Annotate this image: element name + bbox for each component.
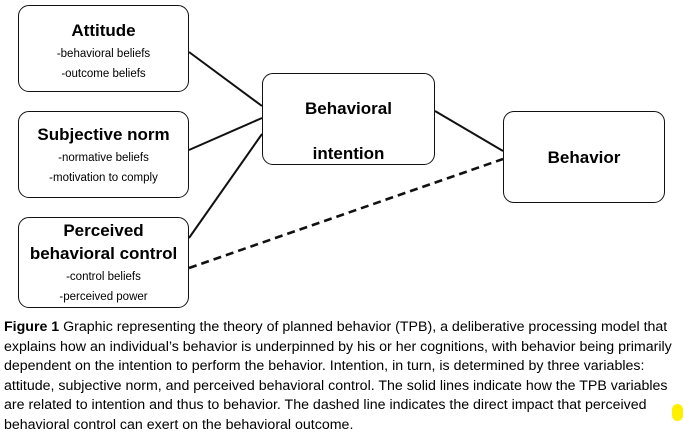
subjective-norm-item: -normative beliefs xyxy=(58,152,149,164)
perceived-control-item: -perceived power xyxy=(59,291,148,303)
subjective-norm-box: Subjective norm -normative beliefs -moti… xyxy=(18,111,189,198)
attitude-title: Attitude xyxy=(71,21,136,40)
perceived-control-to-intention-line xyxy=(188,133,263,239)
subjective-norm-title: Subjective norm xyxy=(37,125,170,144)
perceived-behavioral-control-box: Perceived behavioral control -control be… xyxy=(18,217,189,308)
subjective-norm-to-intention-line xyxy=(188,117,263,151)
figure-caption: Figure 1 Graphic representing the theory… xyxy=(4,318,680,435)
highlight-mark xyxy=(672,404,683,421)
perceived-control-item: -control beliefs xyxy=(66,271,141,283)
intention-title-line2: intention xyxy=(312,144,385,163)
attitude-item: -outcome beliefs xyxy=(61,68,146,80)
attitude-to-intention-line xyxy=(188,51,263,107)
subjective-norm-item: -motivation to comply xyxy=(49,172,158,184)
intention-title-line1: Behavioral xyxy=(305,99,392,118)
perceived-control-title-line2: behavioral control xyxy=(29,244,178,263)
behavior-box: Behavior xyxy=(503,111,665,203)
attitude-box: Attitude -behavioral beliefs -outcome be… xyxy=(18,5,189,92)
perceived-control-to-behavior-dashed-line xyxy=(188,157,504,270)
figure-label: Figure 1 xyxy=(4,319,60,335)
behavior-title: Behavior xyxy=(547,148,621,167)
attitude-item: -behavioral beliefs xyxy=(56,48,151,60)
caption-text: Graphic representing the theory of plann… xyxy=(4,319,672,433)
behavioral-intention-box: Behavioral intention xyxy=(262,73,435,165)
tpb-diagram: Attitude -behavioral beliefs -outcome be… xyxy=(18,5,665,308)
intention-to-behavior-line xyxy=(434,110,504,152)
connector-lines xyxy=(188,51,504,270)
perceived-control-title-line1: Perceived xyxy=(63,221,144,240)
